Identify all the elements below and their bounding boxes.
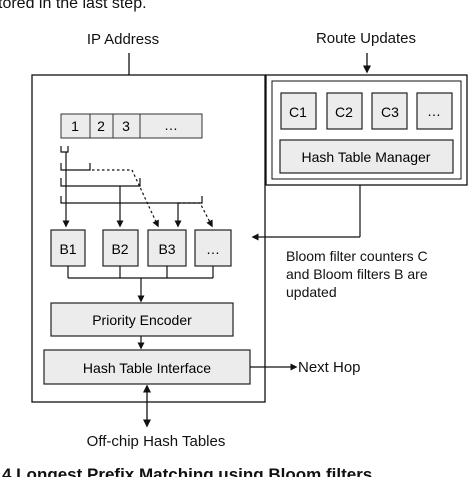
ip-segment-label: 3 xyxy=(122,118,130,134)
bloom-outputs xyxy=(67,266,214,303)
prefix-arrow-5-dashed xyxy=(178,202,213,228)
update-path xyxy=(251,185,361,241)
route-updates-label: Route Updates xyxy=(316,30,416,47)
priority-encoder-box xyxy=(50,302,234,337)
ip-segment-label: 1 xyxy=(71,118,79,134)
prefix-bracket-2 xyxy=(60,163,91,171)
prefix-bracket-3 xyxy=(60,178,141,187)
prefix-brackets xyxy=(60,146,213,228)
hash-table-manager-label: Hash Table Manager xyxy=(302,149,431,165)
top-partial-text: tored in the last step. xyxy=(0,0,147,12)
bloom-filter-label: B2 xyxy=(111,241,128,257)
bloom-filter-box xyxy=(102,229,139,267)
counter-label: C3 xyxy=(381,104,399,120)
counter-box xyxy=(416,92,453,130)
bloom-note-line-1: Bloom filter counters C xyxy=(286,248,428,264)
bloom-filter-label: B3 xyxy=(158,241,175,257)
next-hop-label: Next Hop xyxy=(298,359,361,376)
bloom-filters: B1 B2 B3 … xyxy=(50,229,232,267)
ip-segment-box xyxy=(139,113,203,139)
hash-table-interface-label: Hash Table Interface xyxy=(83,360,211,376)
hash-table-interface-box xyxy=(43,349,251,385)
bloom-note-line-3: updated xyxy=(286,284,337,300)
prefix-bracket-1 xyxy=(60,146,69,153)
ip-segment-label: … xyxy=(164,117,178,133)
counter-box xyxy=(371,92,408,130)
counter-label: C1 xyxy=(289,104,307,120)
hash-table-manager-box xyxy=(279,139,454,174)
priority-encoder-label: Priority Encoder xyxy=(92,312,192,328)
ip-segment-box xyxy=(60,113,91,139)
ip-segments: 1 2 3 … xyxy=(60,113,203,139)
ip-segment-box xyxy=(112,113,141,139)
bloom-note-line-2: and Bloom filters B are xyxy=(286,266,428,282)
counters: C1 C2 C3 … xyxy=(280,92,453,130)
prefix-bracket-4 xyxy=(60,196,203,204)
ip-address-label: IP Address xyxy=(87,31,159,48)
counter-label: C2 xyxy=(335,104,353,120)
bloom-filter-label: B1 xyxy=(59,241,76,257)
figure-caption: 4 Longest Prefix Matching using Bloom fi… xyxy=(2,465,372,477)
bloom-filter-box xyxy=(50,229,86,267)
counter-label: … xyxy=(427,103,441,119)
counter-box xyxy=(326,92,363,130)
ip-segment-label: 2 xyxy=(97,118,105,134)
offchip-label: Off-chip Hash Tables xyxy=(87,433,226,450)
counter-box xyxy=(280,92,317,130)
prefix-arrow-2-dashed xyxy=(92,169,159,228)
bloom-filter-box xyxy=(194,229,232,267)
bloom-filter-label: … xyxy=(206,241,220,257)
